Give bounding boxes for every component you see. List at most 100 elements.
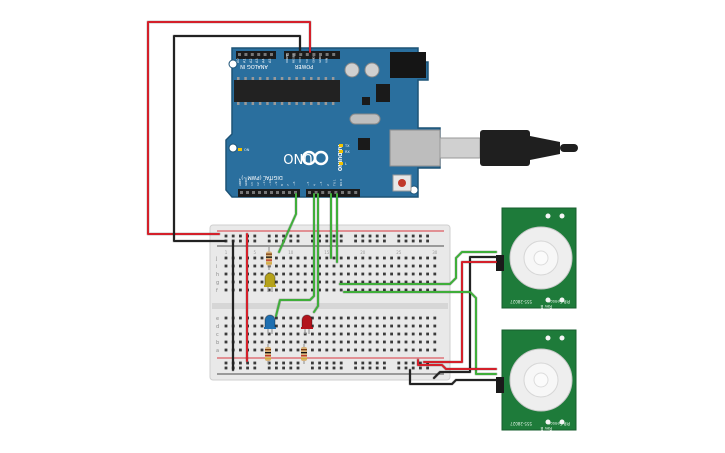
breadboard-hole [303, 256, 307, 260]
wire-signal-led-blue [275, 193, 315, 317]
breadboard-hole [332, 324, 336, 328]
power-pin-label: IOREF [285, 54, 289, 63]
breadboard-hole [347, 272, 350, 276]
header-pin [240, 191, 243, 194]
breadboard-hole [339, 264, 343, 268]
rail-hole [383, 239, 386, 243]
breadboard-hole [224, 256, 228, 260]
breadboard-hole [311, 272, 314, 276]
breadboard-hole [375, 332, 379, 336]
board-model-label: UNO [283, 150, 312, 165]
breadboard-hole [325, 256, 329, 260]
breadboard-hole [296, 332, 300, 336]
breadboard-hole [224, 272, 228, 276]
breadboard-hole [404, 280, 408, 284]
breadboard-hole [347, 340, 350, 344]
breadboard-hole [325, 272, 329, 276]
pir-mount-hole [559, 213, 565, 219]
breadboard-hole [296, 256, 300, 260]
breadboard-hole [433, 264, 437, 268]
resistor-band [265, 349, 271, 351]
breadboard-hole [289, 280, 293, 284]
header-pin [325, 53, 329, 56]
rail-hole [253, 239, 257, 243]
breadboard-hole [318, 340, 321, 344]
breadboard-hole [390, 272, 393, 276]
breadboard-hole [390, 324, 393, 328]
breadboard-hole [311, 324, 314, 328]
analog-header-label: ANALOG IN [240, 63, 268, 69]
rail-hole [289, 234, 293, 238]
breadboard-hole [325, 324, 329, 328]
breadboard-hole [375, 324, 379, 328]
resistor [265, 344, 271, 364]
breadboard-hole [354, 340, 357, 344]
rail-hole [332, 361, 336, 365]
breadboard-hole [397, 288, 401, 292]
pir-header [496, 377, 504, 393]
breadboard-hole [318, 332, 321, 336]
breadboard-hole [253, 256, 257, 260]
arduino-logo-icon [301, 150, 329, 166]
resistor [266, 247, 272, 270]
breadboard-hole [239, 340, 242, 344]
breadboard-hole [282, 348, 285, 352]
rail-hole [354, 366, 357, 370]
breadboard-hole [411, 280, 415, 284]
rail-hole [332, 234, 336, 238]
breadboard-hole [433, 316, 437, 320]
rail-hole [224, 361, 228, 365]
breadboard-hole [296, 288, 300, 292]
resistor-band [265, 355, 271, 357]
breadboard-hole [404, 264, 408, 268]
breadboard-hole [411, 348, 415, 352]
chip-leg [237, 77, 240, 80]
rail-hole [383, 234, 386, 238]
breadboard-hole [325, 264, 329, 268]
breadboard-hole [347, 316, 350, 320]
breadboard-hole [383, 288, 386, 292]
rail-hole [253, 366, 257, 370]
breadboard-hole [224, 348, 228, 352]
led [264, 272, 276, 292]
column-label: 5 [254, 250, 257, 255]
rail-hole [419, 366, 422, 370]
breadboard-hole [404, 272, 408, 276]
led-flange [264, 327, 276, 329]
breadboard-hole [282, 272, 285, 276]
breadboard-hole [433, 324, 437, 328]
rail-hole [311, 239, 314, 243]
wire-pir2-vcc [417, 359, 497, 370]
rail-hole [224, 234, 228, 238]
breadboard-hole [426, 316, 429, 320]
breadboard-hole [289, 316, 293, 320]
breadboard-hole [282, 332, 285, 336]
rail-hole [289, 361, 293, 365]
breadboard-hole [253, 340, 257, 344]
breadboard-hole [253, 324, 257, 328]
breadboard-hole [239, 256, 242, 260]
breadboard-hole [339, 348, 343, 352]
rail-hole [318, 366, 321, 370]
rail-hole [296, 239, 300, 243]
breadboard-hole [404, 332, 408, 336]
breadboard-hole [282, 340, 285, 344]
board-led-label: L [345, 162, 347, 166]
breadboard-hole [275, 340, 278, 344]
crystal-oscillator [349, 113, 381, 125]
digital-pin-label: 2 [326, 184, 330, 186]
usb-port [389, 129, 441, 167]
digital-pin-label: ~10 [268, 180, 272, 186]
breadboard-hole [260, 256, 264, 260]
breadboard-hole [375, 280, 379, 284]
voltage-regulator [376, 84, 390, 102]
breadboard-hole [239, 316, 242, 320]
breadboard-hole [282, 280, 285, 284]
breadboard-hole [260, 272, 264, 276]
chip-leg [317, 102, 320, 105]
rail-hole [275, 366, 278, 370]
usb-plug-metal [439, 137, 481, 159]
header-pin [334, 191, 338, 194]
rail-hole [354, 361, 357, 365]
digital-pin-label: RX 0 [339, 179, 343, 186]
